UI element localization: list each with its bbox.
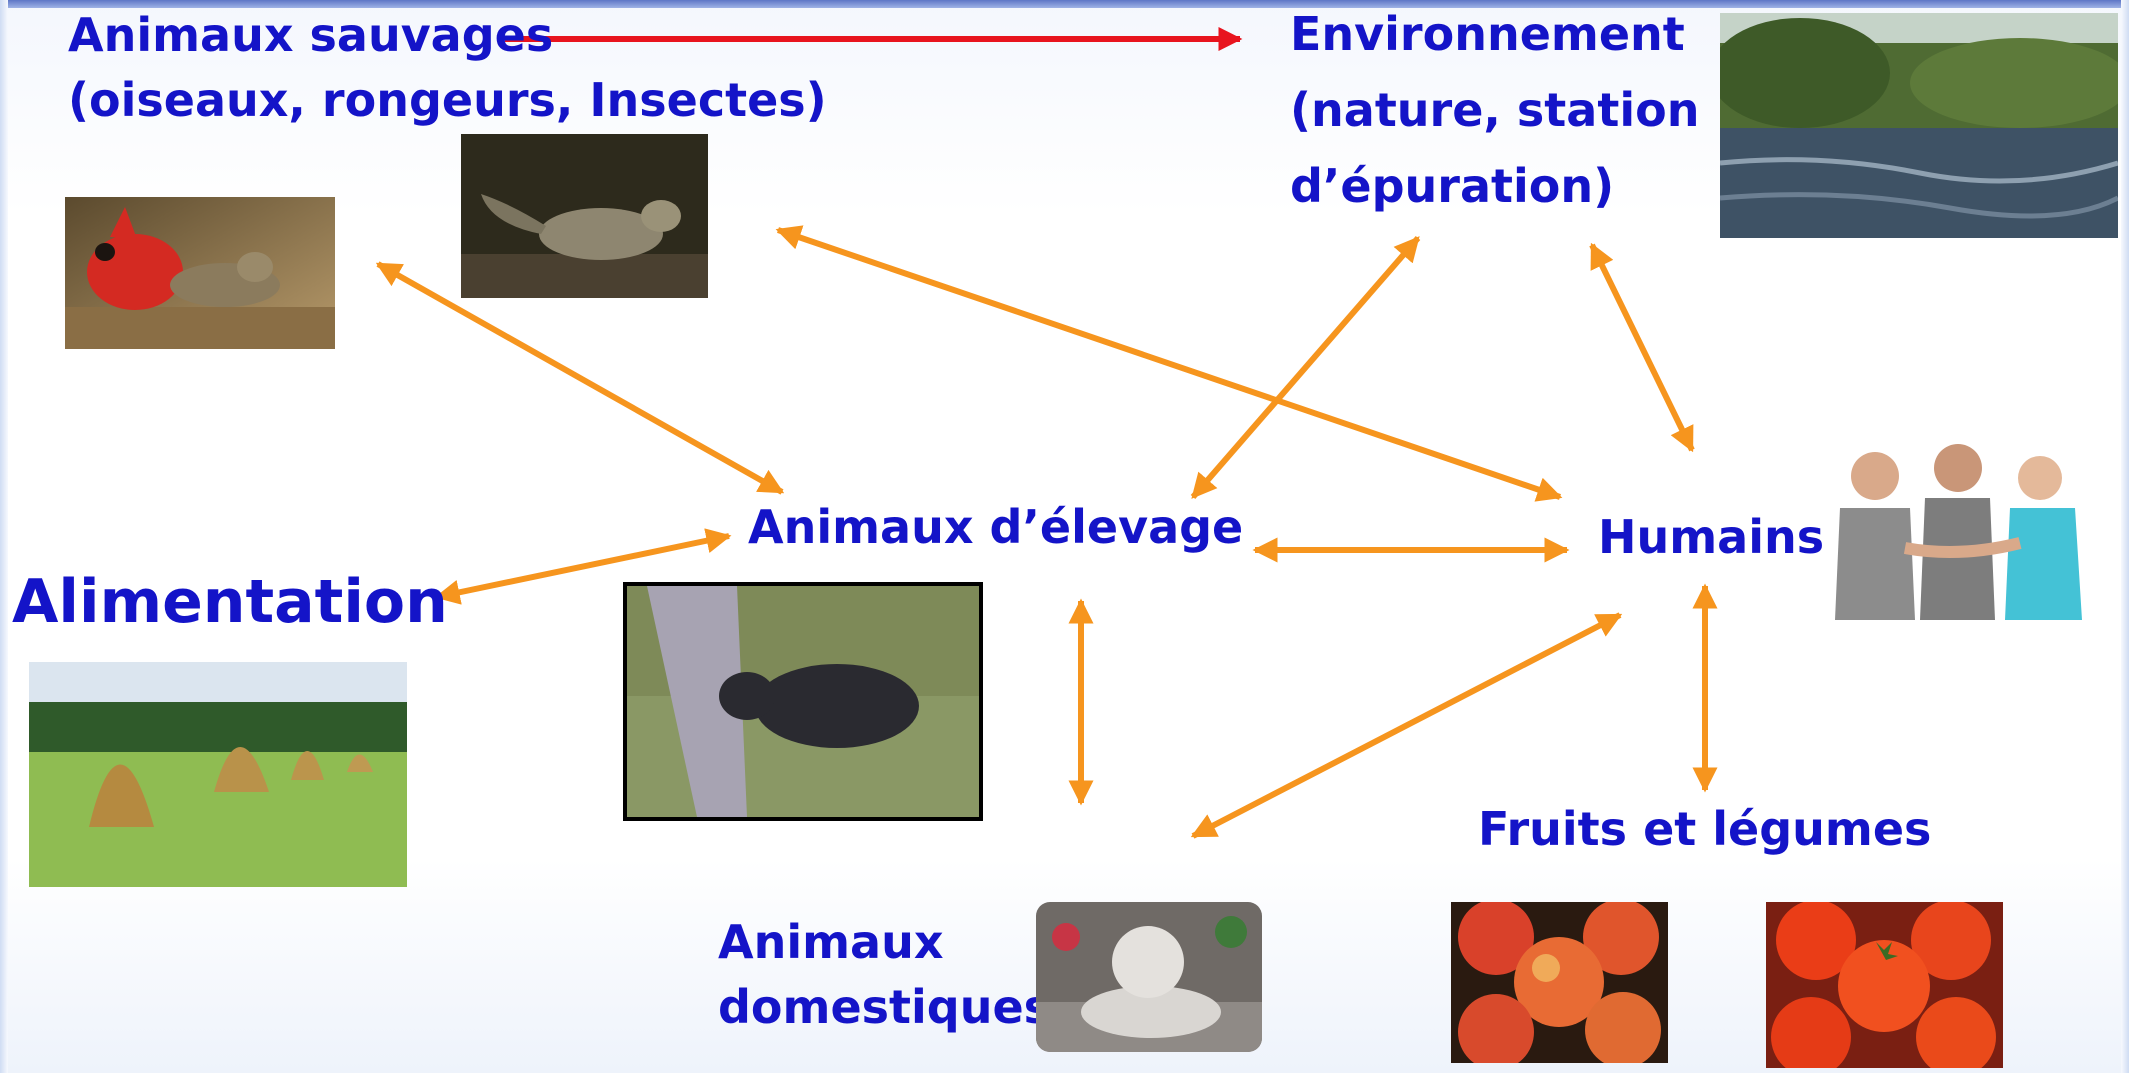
arrow-environment-livestock	[1193, 238, 1418, 497]
food-label: Alimentation	[12, 560, 448, 645]
environment-title: Environnement	[1290, 0, 1699, 73]
humans-label: Humains	[1598, 505, 1824, 570]
wild-animals-title: Animaux sauvages	[68, 3, 827, 68]
wild-animals-label: Animaux sauvages (oiseaux, rongeurs, Ins…	[68, 3, 827, 134]
dog-photo	[1036, 902, 1262, 1052]
livestock-label: Animaux d’élevage	[748, 495, 1243, 560]
humans-handshake-clipart	[1830, 438, 2090, 620]
river-photo	[1720, 13, 2118, 238]
environment-label: Environnement (nature, station d’épurati…	[1290, 0, 1699, 225]
arrow-rodents-humans	[778, 230, 1560, 497]
squirrel-photo	[461, 134, 708, 298]
pets-label-line-2: domestiques	[718, 975, 1051, 1040]
pets-label-line-1: Animaux	[718, 910, 1051, 975]
arrow-environment-humans	[1592, 245, 1692, 450]
produce-label: Fruits et légumes	[1478, 797, 1931, 862]
environment-detail-2: d’épuration)	[1290, 149, 1699, 225]
arrow-birds-livestock	[378, 264, 782, 492]
pets-label: Animaux domestiques	[718, 910, 1051, 1041]
environment-detail-1: (nature, station	[1290, 73, 1699, 149]
wild-animals-examples: (oiseaux, rongeurs, Insectes)	[68, 68, 827, 133]
tomatoes-photo	[1766, 902, 2003, 1068]
apples-photo	[1451, 902, 1668, 1063]
haystacks-photo	[29, 662, 407, 887]
pig-photo	[623, 582, 983, 821]
birds-photo	[65, 197, 335, 349]
